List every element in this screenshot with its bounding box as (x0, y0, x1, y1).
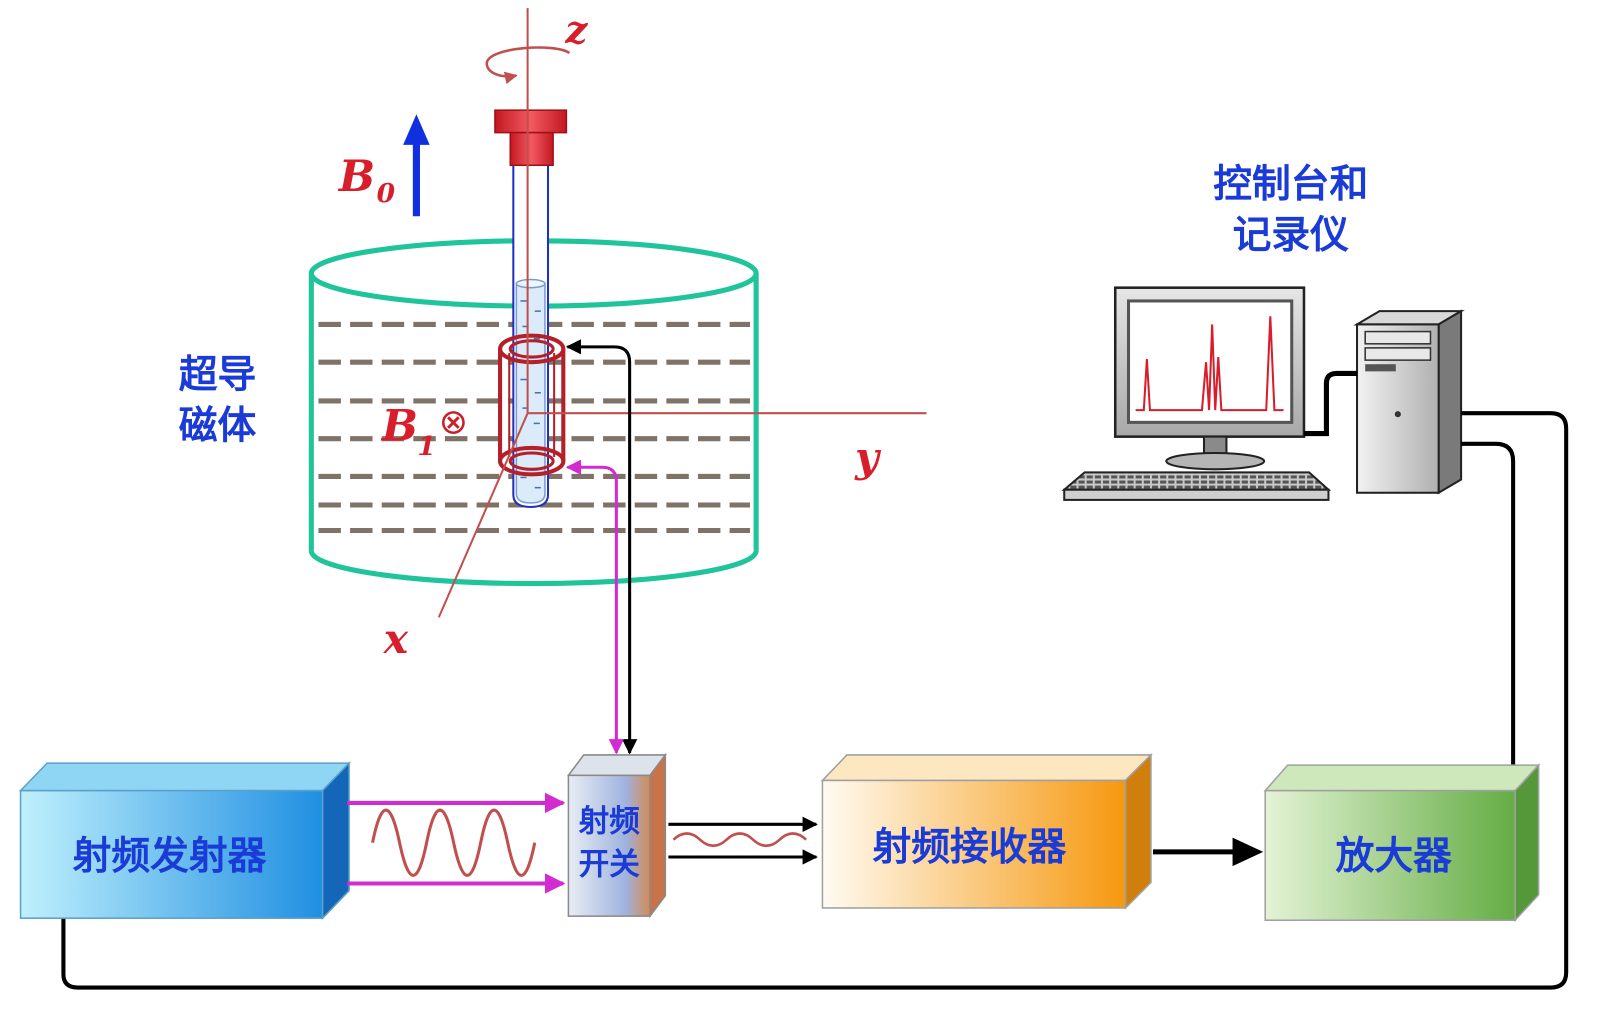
into-page-icon: ⊗ (439, 403, 468, 443)
computer-monitor-icon (1113, 286, 1306, 471)
magnet-coil-dashes (318, 321, 751, 534)
computer-tower-icon (1353, 309, 1465, 495)
probe-to-switch-line (565, 459, 625, 755)
magnet-label-line1: 超导 (179, 353, 257, 398)
rf-transmitter-label: 射频发射器 (73, 834, 267, 879)
rf-receiver-label: 射频接收器 (872, 825, 1066, 870)
rf-receiver-block: 射频接收器 (820, 753, 1153, 910)
rotation-arrow-icon (485, 46, 571, 85)
tube-cap (494, 109, 568, 167)
switch-to-probe-line (565, 339, 638, 755)
nmr-spectrum-trace (1135, 316, 1284, 412)
rf-switch-label-line1: 射频 (578, 804, 641, 839)
coordinate-axes (437, 8, 927, 618)
b0-symbol: B (338, 152, 375, 202)
rf-switch-block: 射频 开关 (566, 752, 667, 919)
b0-subscript: 0 (377, 178, 396, 209)
z-axis-label: z (564, 8, 588, 53)
amplifier-label: 放大器 (1336, 834, 1453, 879)
monitor-cable (1303, 370, 1358, 437)
magnet-label-line2: 磁体 (179, 404, 257, 449)
console-to-transmitter-wire (61, 411, 1569, 990)
rf-transmitter-block: 射频发射器 (18, 761, 351, 921)
b0-arrowhead-icon (403, 114, 430, 145)
rf-switch-label-line2: 开关 (579, 847, 641, 882)
x-axis (437, 412, 529, 618)
keyboard-icon (1061, 471, 1332, 501)
amplifier-to-console-wire (1461, 441, 1516, 766)
amplifier-block: 放大器 (1263, 763, 1541, 923)
rx-to-amp-arrowhead-icon (1232, 837, 1264, 867)
x-axis-label: x (383, 615, 409, 663)
b1-subscript: 1 (417, 431, 435, 462)
console-label-line1: 控制台和 (1213, 162, 1368, 207)
console-label-line2: 记录仪 (1233, 213, 1350, 258)
y-axis-label: y (854, 433, 882, 481)
fid-signal-wave (672, 832, 807, 848)
b0-field: B 0 (338, 114, 430, 217)
rf-pulse-wave (371, 808, 537, 877)
b1-field: B 1 ⊗ (381, 402, 468, 462)
b1-symbol: B (381, 402, 418, 452)
rf-coil (498, 333, 566, 477)
